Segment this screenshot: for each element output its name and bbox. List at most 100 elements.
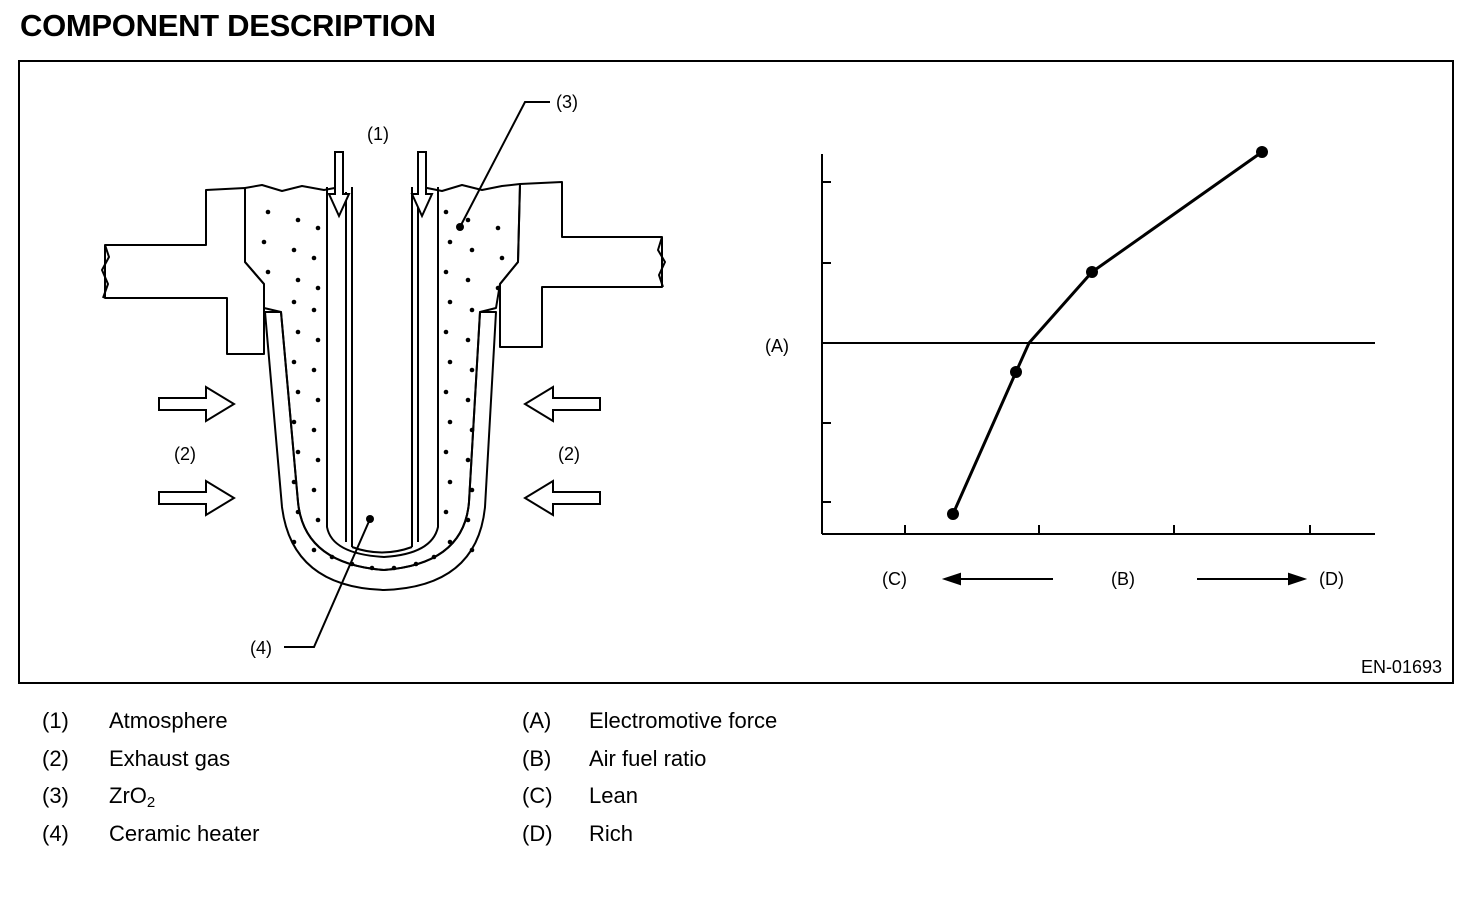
legend-item: (A) Electromotive force (522, 708, 777, 746)
stipple-dot (469, 487, 475, 493)
stipple-dot (265, 209, 271, 215)
arrow-down-left-icon (327, 151, 351, 219)
x-ticks (904, 525, 1311, 534)
stipple-dot (291, 539, 297, 545)
break-line-left (101, 244, 110, 299)
stipple-dot (291, 359, 297, 365)
legend-key: (B) (522, 745, 552, 771)
arrow-right-lower-icon (158, 479, 236, 517)
leader-3 (459, 101, 550, 228)
zro2-stipple (261, 209, 505, 571)
stipple-dot (311, 367, 317, 373)
ceramic-heater-rod-inner (345, 192, 419, 542)
callout-4: (4) (250, 638, 272, 658)
leader-3-dot (456, 223, 464, 231)
legend-key: (C) (522, 783, 553, 808)
legend-text-main: ZrO (109, 783, 147, 808)
stipple-dot (465, 217, 471, 223)
stipple-dot (469, 247, 475, 253)
stipple-dot (261, 239, 267, 245)
stipple-dot (443, 209, 449, 215)
callout-b: (B) (1111, 569, 1135, 589)
stipple-dot (315, 337, 321, 343)
arrow-down-right-icon (410, 151, 434, 219)
callout-c: (C) (882, 569, 907, 589)
legend-text: Rich (589, 820, 634, 846)
legend-text: Exhaust gas (109, 745, 231, 771)
stipple-dot (495, 285, 501, 291)
oxygen-sensor-cross-section (101, 181, 666, 591)
inner-chamber (326, 187, 439, 558)
stipple-dot (447, 419, 453, 425)
legend-item: (B) Air fuel ratio (522, 746, 777, 784)
legend-key: (D) (522, 820, 553, 846)
legend-text: ZrO2 (109, 783, 155, 810)
direction-arrows (941, 572, 1308, 586)
legend-text: Air fuel ratio (589, 745, 707, 771)
atmosphere-arrows (327, 151, 434, 219)
stipple-dot (315, 285, 321, 291)
stipple-dot (311, 307, 317, 313)
legend-key: (3) (42, 783, 69, 808)
callout-3: (3) (556, 92, 578, 112)
curve-point (1010, 366, 1022, 378)
housing-left (104, 187, 265, 355)
curve-point (1256, 146, 1268, 158)
stipple-dot (315, 457, 321, 463)
stipple-dot (291, 247, 297, 253)
emf-graph (821, 150, 1375, 535)
page-title: COMPONENT DESCRIPTION (20, 8, 436, 43)
legend-item: (4) Ceramic heater (42, 821, 259, 859)
stipple-dot (443, 509, 449, 515)
stipple-dot (295, 509, 301, 515)
legend-key: (1) (42, 708, 69, 733)
emf-curve (951, 150, 1263, 515)
stipple-dot (315, 397, 321, 403)
legend-left: (1) Atmosphere (2) Exhaust gas (3) ZrO2 … (42, 708, 259, 858)
stipple-dot (295, 277, 301, 283)
figure-code: EN-01693 (1360, 657, 1442, 677)
zro2-body (244, 183, 521, 571)
stipple-dot (465, 397, 471, 403)
legend-key: (2) (42, 745, 69, 771)
legend-text: Ceramic heater (109, 820, 260, 846)
legend-item: (D) Rich (522, 821, 777, 859)
stipple-dot (311, 255, 317, 261)
callout-2-right: (2) (558, 444, 580, 464)
figure-frame: (1) (3) (2) (2) (4) (18, 60, 1454, 684)
stipple-dot (465, 277, 471, 283)
legend-text: Atmosphere (109, 708, 228, 733)
stipple-dot (447, 299, 453, 305)
stipple-dot (469, 547, 475, 553)
curve-point (1086, 266, 1098, 278)
stipple-dot (291, 299, 297, 305)
housing-right (499, 181, 663, 348)
break-line-right (657, 236, 666, 288)
leader-lines (284, 101, 550, 648)
legend-item: (1) Atmosphere (42, 708, 259, 746)
legend-text: Lean (589, 783, 638, 808)
arrow-left-upper-icon (523, 385, 601, 423)
stipple-dot (431, 554, 437, 560)
stipple-dot (391, 565, 397, 571)
stipple-dot (315, 225, 321, 231)
legend-right: (A) Electromotive force (B) Air fuel rat… (522, 708, 777, 858)
stipple-dot (465, 457, 471, 463)
legend-item: (2) Exhaust gas (42, 746, 259, 784)
stipple-dot (329, 554, 335, 560)
stipple-dot (443, 389, 449, 395)
stipple-dot (295, 217, 301, 223)
stipple-dot (295, 389, 301, 395)
stipple-dot (447, 359, 453, 365)
stipple-dot (469, 307, 475, 313)
emf-curve-points (947, 146, 1268, 520)
stipple-dot (469, 427, 475, 433)
curve-point (947, 508, 959, 520)
exhaust-arrows (158, 385, 601, 517)
stipple-dot (443, 269, 449, 275)
callout-a: (A) (765, 336, 789, 356)
stipple-dot (499, 255, 505, 261)
stipple-dot (465, 337, 471, 343)
stipple-dot (443, 449, 449, 455)
stipple-dot (265, 269, 271, 275)
